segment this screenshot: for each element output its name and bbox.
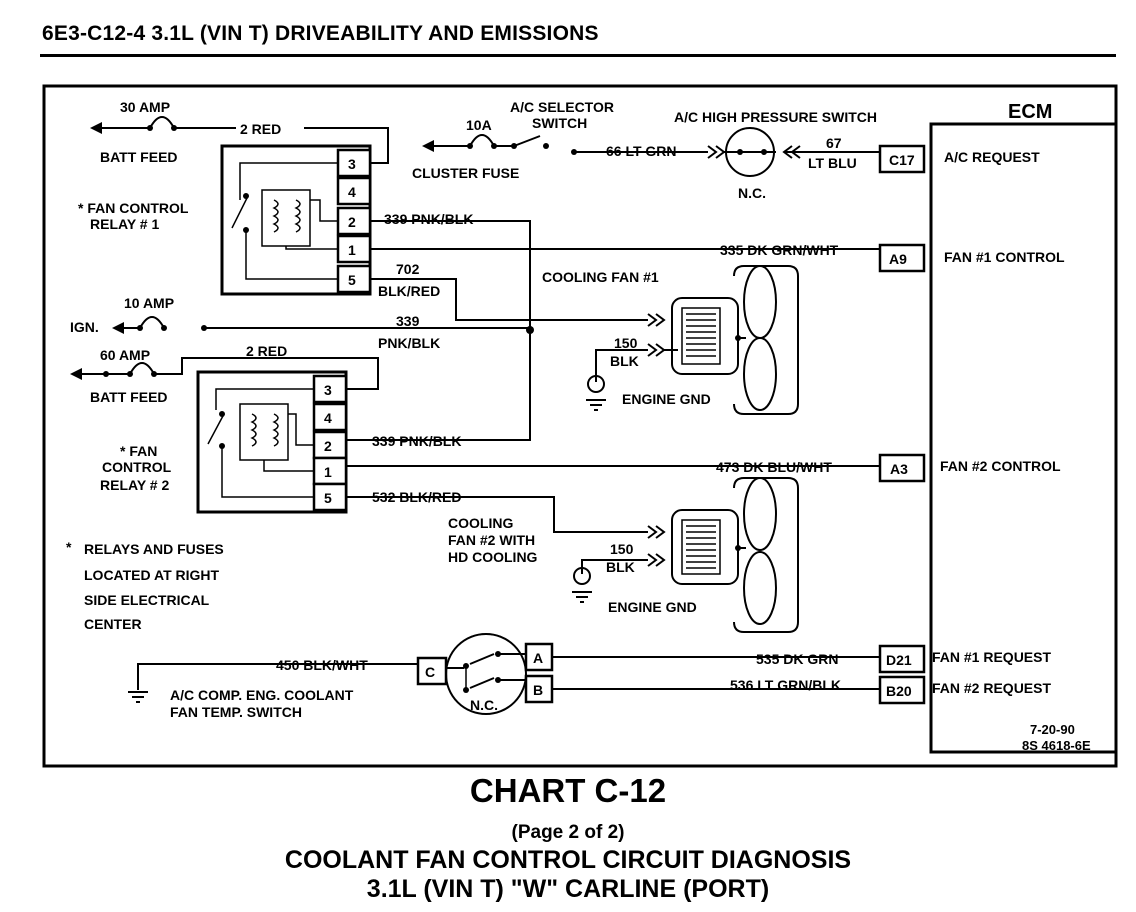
note-line-2: LOCATED AT RIGHT (84, 567, 220, 583)
svg-text:FAN #1 CONTROL: FAN #1 CONTROL (944, 249, 1065, 265)
ac-high-pressure-switch (707, 127, 880, 177)
ac-selector-switch: A/C SELECTOR (510, 99, 614, 115)
relay-1-label-2: RELAY # 1 (90, 216, 159, 232)
page-header: 6E3-C12-4 3.1L (VIN T) DRIVEABILITY AND … (42, 22, 599, 45)
ecm-pin-c17: C17 A/C REQUEST (878, 144, 1040, 174)
switch-label-1: A/C COMP. ENG. COOLANT (170, 687, 354, 703)
note-star: * (66, 539, 72, 555)
wire-67-num: 67 (826, 135, 842, 151)
fuse-30-amp: 30 AMP (120, 99, 170, 115)
svg-text:A: A (533, 650, 543, 666)
relay-2-label-2: CONTROL (102, 459, 172, 475)
svg-text:5: 5 (324, 490, 332, 506)
wire-532: 532 BLK/RED (372, 489, 461, 505)
relay-2-label-3: RELAY # 2 (100, 477, 169, 493)
svg-text:A9: A9 (889, 251, 907, 267)
fuse-10a: 10A (466, 117, 492, 133)
engine-gnd-2: ENGINE GND (608, 599, 697, 615)
wire-339-color: PNK/BLK (378, 335, 440, 351)
svg-text:4: 4 (348, 184, 356, 200)
ecm-pin-d21: D21 FAN #1 REQUEST (878, 644, 1051, 674)
ecm-title: ECM (1008, 101, 1052, 123)
cooling-fan-2-l2: FAN #2 WITH (448, 532, 535, 548)
note-line-1: RELAYS AND FUSES (84, 541, 224, 557)
batt-feed-2: BATT FEED (90, 389, 168, 405)
wire-339-relay1: 339 PNK/BLK (384, 211, 473, 227)
wire-150-color-1: BLK (610, 353, 639, 369)
engine-gnd-1: ENGINE GND (622, 391, 711, 407)
wire-339-num: 339 (396, 313, 420, 329)
fan-control-relay-2: 3 4 2 1 5 (196, 370, 348, 514)
svg-text:1: 1 (324, 464, 332, 480)
wire-335: 335 DK GRN/WHT (720, 242, 839, 258)
cooling-fan-2-l3: HD COOLING (448, 549, 538, 565)
wire-450: 450 BLK/WHT (276, 657, 368, 673)
ign-label: IGN. (70, 319, 99, 335)
switch-label-2: FAN TEMP. SWITCH (170, 704, 302, 720)
wire-2-red-top: 2 RED (240, 121, 281, 137)
svg-text:3: 3 (348, 156, 356, 172)
ecm-pin-a3: A3 FAN #2 CONTROL (878, 453, 1061, 483)
svg-text:A/C REQUEST: A/C REQUEST (944, 149, 1040, 165)
svg-text:B20: B20 (886, 683, 912, 699)
wiring-diagram: ECM C17 A/C REQUEST A9 FAN #1 CONTROL A3… (42, 84, 1118, 768)
cooling-fan-2 (647, 477, 799, 633)
wire-67-color: LT BLU (808, 155, 857, 171)
wire-150-num-2: 150 (610, 541, 634, 557)
ac-selector-switch-2: SWITCH (532, 115, 587, 131)
chart-title: CHART C-12 (469, 772, 667, 809)
wire-339-relay2: 339 PNK/BLK (372, 433, 461, 449)
page-indicator: (Page 2 of 2) (511, 822, 625, 843)
svg-text:B: B (533, 682, 543, 698)
svg-text:D21: D21 (886, 652, 912, 668)
relay-2-label-1: * FAN (120, 443, 157, 459)
svg-text:FAN #2 REQUEST: FAN #2 REQUEST (932, 680, 1051, 696)
ac-hps-nc: N.C. (738, 185, 766, 201)
wire-702-color: BLK/RED (378, 283, 440, 299)
ecm-pin-b20: B20 FAN #2 REQUEST (878, 675, 1051, 705)
ecm-pin-a9: A9 FAN #1 CONTROL (878, 243, 1065, 273)
cooling-fan-2-l1: COOLING (448, 515, 513, 531)
fuse-10-amp: 10 AMP (124, 295, 174, 311)
svg-text:C: C (425, 664, 435, 680)
svg-text:3: 3 (324, 382, 332, 398)
svg-text:A3: A3 (890, 461, 908, 477)
fan-control-relay-1: 3 4 2 1 5 (220, 144, 372, 296)
ecm-block (929, 122, 1118, 754)
ecm-ref: 8S 4618-6E (1022, 738, 1091, 753)
svg-text:FAN #1 REQUEST: FAN #1 REQUEST (932, 649, 1051, 665)
svg-text:C17: C17 (889, 152, 915, 168)
svg-text:2: 2 (324, 438, 332, 454)
ac-hps-label: A/C HIGH PRESSURE SWITCH (674, 109, 877, 125)
fuse-60-amp: 60 AMP (100, 347, 150, 363)
svg-text:4: 4 (324, 410, 332, 426)
wire-473: 473 DK BLU/WHT (716, 459, 832, 475)
note-line-4: CENTER (84, 616, 142, 632)
diagnosis-title: COOLANT FAN CONTROL CIRCUIT DIAGNOSIS (284, 846, 852, 874)
note-line-3: SIDE ELECTRICAL (84, 592, 210, 608)
relay-1-label: * FAN CONTROL (78, 200, 189, 216)
cooling-fan-1 (647, 265, 799, 415)
wire-702-num: 702 (396, 261, 420, 277)
wire-536: 536 LT GRN/BLK (730, 677, 841, 693)
ecm-date: 7-20-90 (1030, 722, 1075, 737)
wire-2-red-mid: 2 RED (246, 343, 287, 359)
svg-text:5: 5 (348, 272, 356, 288)
svg-text:1: 1 (348, 242, 356, 258)
ac-comp-coolant-temp-switch: C A B (416, 633, 554, 715)
svg-text:2: 2 (348, 214, 356, 230)
wire-66: 66 LT GRN (606, 143, 677, 159)
header-rule (40, 54, 1116, 57)
batt-feed-1: BATT FEED (100, 149, 178, 165)
carline-title: 3.1L (VIN T) "W" CARLINE (PORT) (366, 875, 770, 903)
switch-nc: N.C. (470, 697, 498, 713)
wire-150-color-2: BLK (606, 559, 635, 575)
wire-150-num-1: 150 (614, 335, 638, 351)
cluster-fuse: CLUSTER FUSE (412, 165, 519, 181)
svg-text:FAN #2 CONTROL: FAN #2 CONTROL (940, 458, 1061, 474)
wire-535: 535 DK GRN (756, 651, 838, 667)
cooling-fan-1-label: COOLING FAN #1 (542, 269, 659, 285)
